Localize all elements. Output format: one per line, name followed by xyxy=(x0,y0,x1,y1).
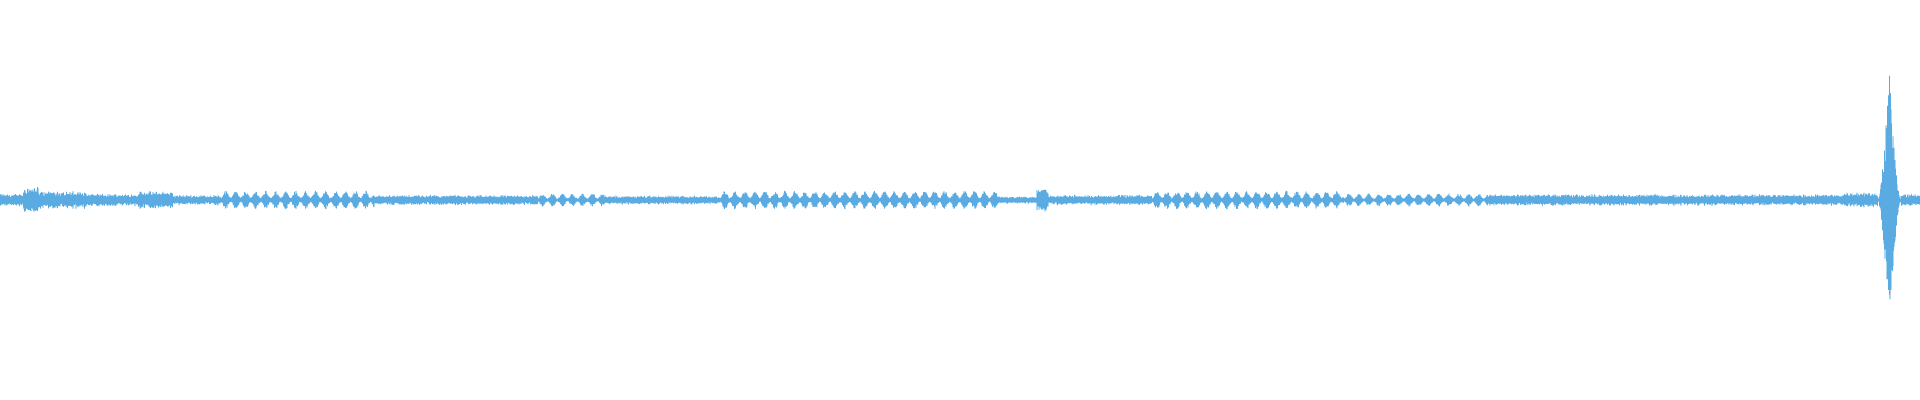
waveform-trace xyxy=(0,75,1920,300)
